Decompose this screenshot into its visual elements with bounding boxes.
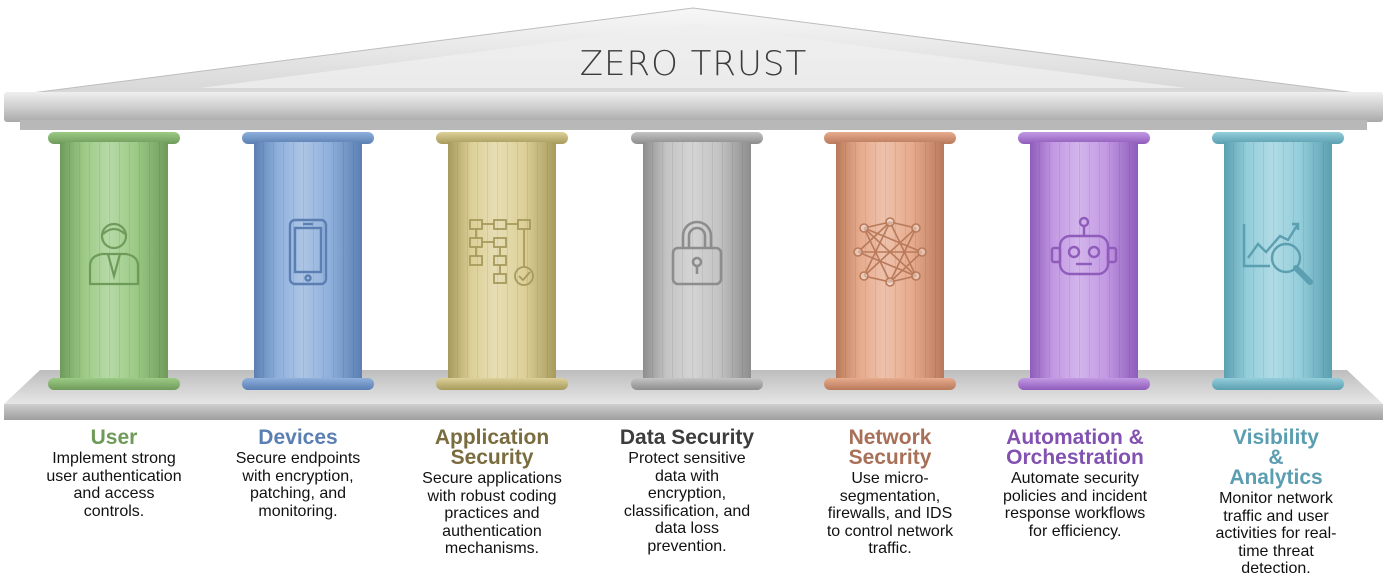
pillar-shaft: [1030, 142, 1138, 380]
pillar-shaft: [1224, 142, 1332, 380]
pillar-devices: [242, 132, 374, 396]
pillar-description: Secure applications with robust coding p…: [422, 470, 562, 557]
pillar-plinth: [1212, 378, 1344, 390]
pillar-title: Network Security: [848, 426, 932, 469]
label-user: User Implement strong user authenticatio…: [24, 426, 204, 520]
label-application-security: Application Security Secure applications…: [402, 426, 582, 558]
pillar-visibility-analytics: [1212, 132, 1344, 396]
pillar-capital: [1018, 132, 1150, 144]
pillar-shaft: [60, 142, 168, 380]
pillar-plinth: [631, 378, 763, 390]
pillar-plinth: [48, 378, 180, 390]
pillar-capital: [48, 132, 180, 144]
pillar-capital: [436, 132, 568, 144]
pillar-title: Application Security: [434, 426, 550, 469]
pillar-description: Protect sensitive data with encryption, …: [623, 450, 751, 555]
pillar-application-security: [436, 132, 568, 396]
pillar-capital: [242, 132, 374, 144]
pillar-title: Automation & Orchestration: [1006, 426, 1144, 469]
pillar-title: Devices: [258, 426, 338, 449]
roof-pediment: [4, 7, 1383, 130]
label-devices: Devices Secure endpoints with encryption…: [208, 426, 388, 520]
roof-title: ZERO TRUST: [579, 44, 808, 84]
pillar-capital: [824, 132, 956, 144]
robot-icon: [1050, 216, 1118, 276]
pillar-plinth: [824, 378, 956, 390]
pillar-shaft: [254, 142, 362, 380]
pillar-shaft: [836, 142, 944, 380]
pillar-description: Automate security policies and incident …: [1002, 470, 1148, 540]
label-visibility-analytics: Visibility & Analytics Monitor network t…: [1186, 426, 1366, 578]
pillar-capital: [631, 132, 763, 144]
pillar-description: Implement strong user authentication and…: [46, 450, 182, 520]
pillar-capital: [1212, 132, 1344, 144]
label-data-security: Data Security Protect sensitive data wit…: [597, 426, 777, 555]
analytics-magnifier-icon: [1242, 222, 1313, 285]
app-flowchart-icon: [469, 219, 534, 286]
pillar-description: Secure endpoints with encryption, patchi…: [235, 450, 361, 520]
pillar-shaft: [448, 142, 556, 380]
pillar-plinth: [436, 378, 568, 390]
pillar-data-security: [631, 132, 763, 396]
pillar-automation-orchestration: [1018, 132, 1150, 396]
pillar-title: User: [90, 426, 138, 449]
pillar-plinth: [242, 378, 374, 390]
network-mesh-icon: [853, 217, 927, 287]
pillar-title: Visibility & Analytics: [1229, 426, 1323, 489]
pillar-user: [48, 132, 180, 396]
pillar-plinth: [1018, 378, 1150, 390]
pillar-description: Monitor network traffic and user activit…: [1215, 490, 1337, 577]
user-icon: [88, 222, 140, 286]
label-automation-orchestration: Automation & Orchestration Automate secu…: [985, 426, 1165, 540]
pillar-title: Data Security: [619, 426, 755, 449]
pillar-shaft: [643, 142, 751, 380]
label-network-security: Network Security Use micro-segmentation,…: [800, 426, 980, 558]
padlock-icon: [671, 220, 723, 286]
pillar-network-security: [824, 132, 956, 396]
pillar-description: Use micro-segmentation, firewalls, and I…: [826, 470, 954, 557]
smartphone-icon: [288, 218, 328, 286]
